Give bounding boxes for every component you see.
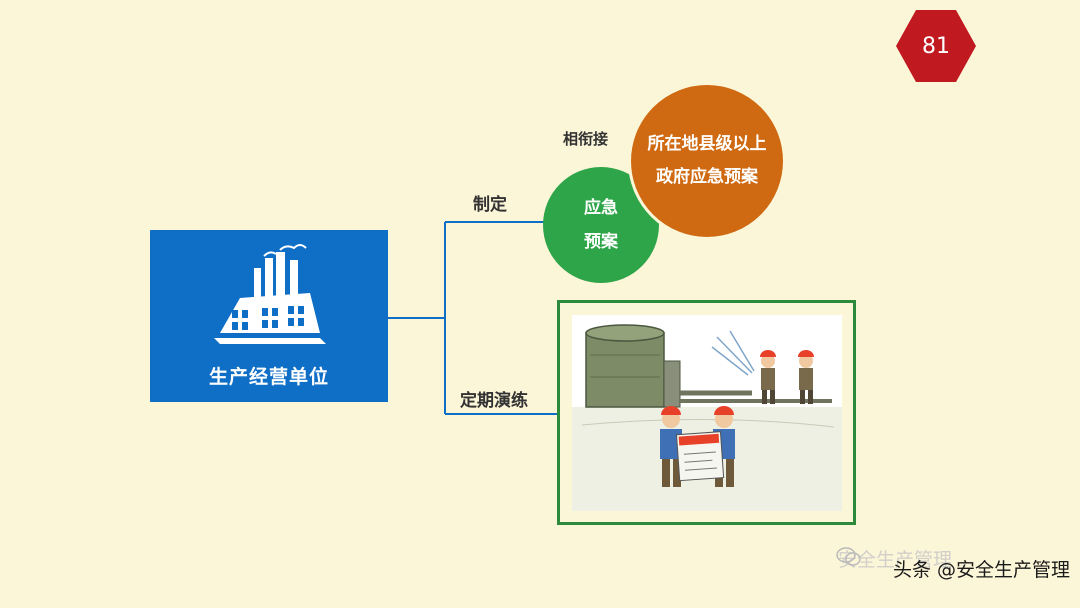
entity-box: 生产经营单位	[150, 230, 388, 402]
drill-illustration-frame	[557, 300, 856, 525]
wechat-icon	[836, 547, 861, 566]
government-plan-line1: 所在地县级以上	[647, 134, 767, 154]
connect-label: 相衔接	[563, 130, 609, 148]
entity-label: 生产经营单位	[208, 366, 329, 388]
watermark-ghost-text: 安全生产管理	[838, 549, 953, 571]
government-plan-line2: 政府应急预案	[656, 167, 758, 187]
watermark-text: 头条 @安全生产管理	[892, 559, 1070, 581]
page-number-badge: 81	[896, 10, 976, 82]
government-plan-circle: 所在地县级以上 政府应急预案	[628, 82, 786, 240]
page-number: 81	[922, 33, 950, 59]
branch-label-formulate: 制定	[473, 195, 507, 215]
emergency-plan-line1: 应急	[584, 198, 618, 218]
emergency-drill-illustration	[572, 315, 842, 511]
hexagon-icon	[896, 10, 976, 82]
factory-icon	[214, 244, 326, 344]
branch-label-drill: 定期演练	[460, 391, 528, 411]
emergency-plan-line2: 预案	[584, 232, 618, 252]
